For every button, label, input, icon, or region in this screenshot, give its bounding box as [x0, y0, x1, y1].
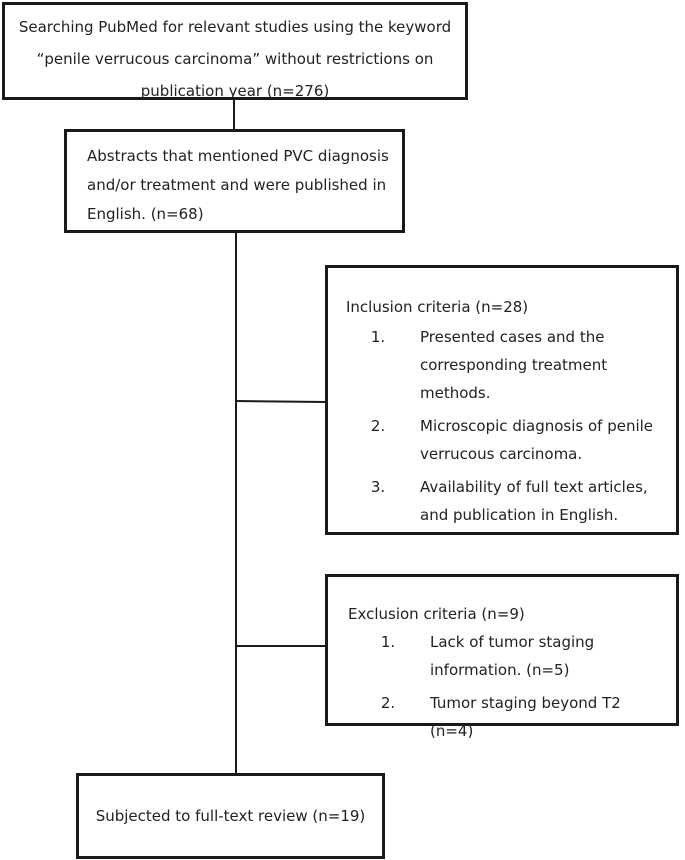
- full-text-review-box: Subjected to full-text review (n=19): [76, 773, 385, 859]
- criterion-number: 2.: [380, 694, 396, 712]
- criterion-text: Microscopic diagnosis of penile verrucou…: [420, 417, 654, 463]
- criterion-number: 1.: [380, 633, 396, 651]
- exclusion-criterion: 2. Tumor staging beyond T2 (n=4): [368, 689, 668, 745]
- inclusion-criteria-title: Inclusion criteria (n=28): [346, 298, 529, 316]
- criterion-text: Presented cases and the corresponding tr…: [420, 328, 608, 402]
- search-text: Searching PubMed for relevant studies us…: [18, 18, 452, 100]
- full-text-review-text: Subjected to full-text review (n=19): [95, 807, 366, 825]
- abstracts-box: Abstracts that mentioned PVC diagnosis a…: [64, 129, 405, 233]
- connector-main-trunk: [235, 233, 237, 773]
- criterion-text: Availability of full text articles, and …: [420, 478, 648, 524]
- inclusion-criteria-list: 1. Presented cases and the corresponding…: [358, 323, 658, 534]
- exclusion-criteria-box: Exclusion criteria (n=9) 1. Lack of tumo…: [325, 574, 679, 740]
- search-box: Searching PubMed for relevant studies us…: [2, 2, 468, 100]
- connector-to-exclusion: [235, 645, 327, 647]
- exclusion-criteria-title: Exclusion criteria (n=9): [348, 605, 525, 623]
- abstracts-text: Abstracts that mentioned PVC diagnosis a…: [87, 147, 389, 223]
- inclusion-criteria-box: Inclusion criteria (n=28) 1. Presented c…: [325, 265, 679, 535]
- inclusion-criterion: 2. Microscopic diagnosis of penile verru…: [358, 412, 658, 468]
- criterion-text: Lack of tumor staging information. (n=5): [430, 633, 595, 679]
- criterion-number: 3.: [370, 478, 386, 496]
- inclusion-criterion: 1. Presented cases and the corresponding…: [358, 323, 658, 407]
- criterion-number: 1.: [370, 328, 386, 346]
- criterion-number: 2.: [370, 417, 386, 435]
- exclusion-criterion: 1. Lack of tumor staging information. (n…: [368, 628, 668, 684]
- inclusion-criterion: 3. Availability of full text articles, a…: [358, 473, 658, 529]
- connector-to-inclusion: [234, 400, 328, 403]
- connector-search-to-abstracts: [233, 100, 235, 129]
- criterion-text: Tumor staging beyond T2 (n=4): [430, 694, 621, 740]
- exclusion-criteria-list: 1. Lack of tumor staging information. (n…: [368, 628, 668, 750]
